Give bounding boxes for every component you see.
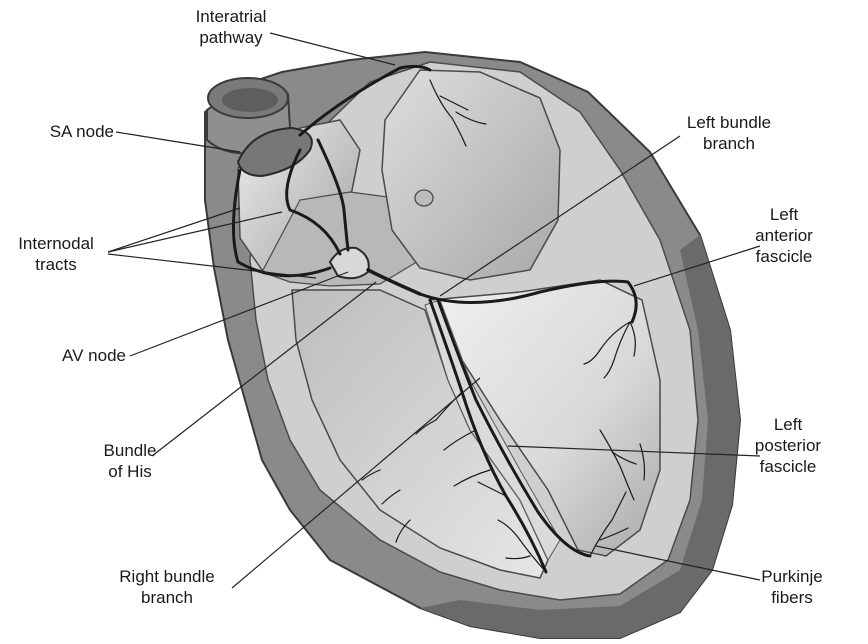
- label-purkinje-fibers: Purkinje fibers: [746, 566, 838, 608]
- label-internodal-tracts: Internodal tracts: [4, 233, 108, 275]
- left-atrium: [382, 70, 560, 280]
- pulmonary-vein-opening: [415, 190, 433, 206]
- label-left-posterior-fascicle: Left posterior fascicle: [738, 414, 838, 477]
- label-right-bundle-branch: Right bundle branch: [100, 566, 234, 608]
- label-left-bundle-branch: Left bundle branch: [664, 112, 794, 154]
- label-interatrial-pathway: Interatrial pathway: [172, 6, 290, 48]
- label-sa-node: SA node: [20, 121, 114, 142]
- label-av-node: AV node: [26, 345, 126, 366]
- vena-cava-lumen: [222, 88, 278, 112]
- label-bundle-of-his: Bundle of His: [90, 440, 170, 482]
- label-left-anterior-fascicle: Left anterior fascicle: [738, 204, 830, 267]
